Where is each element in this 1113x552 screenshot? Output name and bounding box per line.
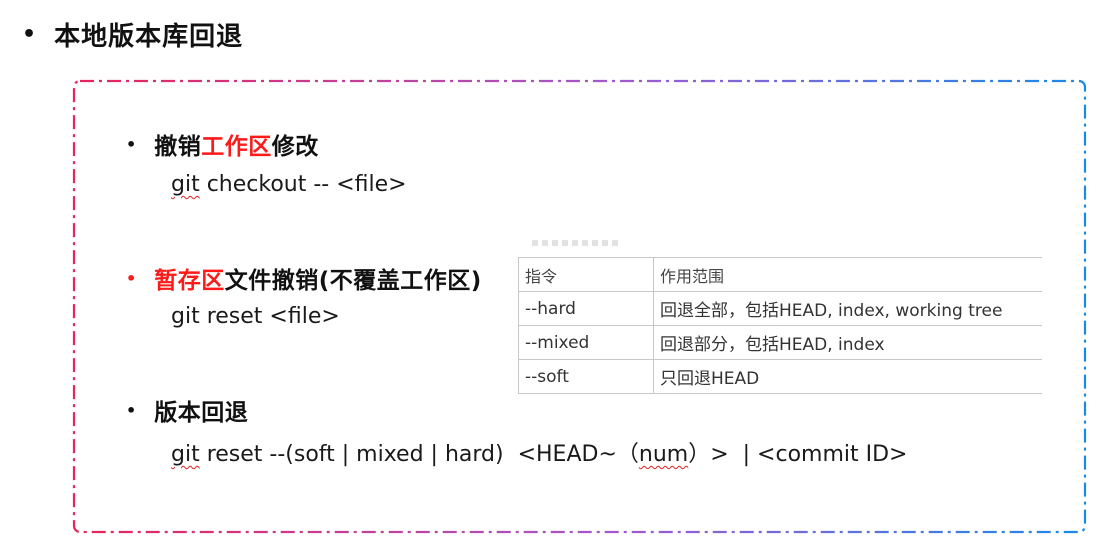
heading-text: 文件撤销(不覆盖工作区) [224, 268, 482, 294]
faint-table-caption [532, 240, 622, 246]
table-cell: 回退部分，包括HEAD, index [653, 325, 1042, 360]
heading-text: 修改 [271, 134, 319, 160]
table-cell: 回退全部，包括HEAD, index, working tree [653, 291, 1042, 326]
table-row: --hard 回退全部，包括HEAD, index, working tree [518, 291, 1042, 326]
heading-highlight: 工作区 [201, 134, 272, 160]
section-bullet: • [126, 268, 137, 288]
section-title: 暂存区文件撤销(不覆盖工作区) [154, 261, 482, 295]
command-text: reset --(soft | mixed | hard) <HEAD~（ [199, 442, 639, 467]
spellcheck-word: git [171, 172, 200, 197]
section-bullet: • [126, 134, 137, 154]
table-cell: 只回退HEAD [653, 359, 1042, 394]
table-cell: --hard [518, 291, 654, 326]
table-header-cell: 指令 [518, 257, 654, 292]
command-text: ）> | <commit ID> [688, 442, 908, 467]
table-header-cell: 作用范围 [653, 257, 1042, 292]
spellcheck-word: num [638, 442, 689, 467]
section-title: 撤销工作区修改 [154, 127, 319, 161]
command-text: checkout -- <file> [199, 172, 407, 197]
section-heading-version-rollback: • 版本回退 [126, 393, 248, 427]
header-bullet: • [22, 21, 37, 47]
command-checkout: git checkout -- <file> [171, 172, 407, 197]
table-header-row: 指令 作用范围 [518, 257, 1042, 292]
heading-highlight: 暂存区 [154, 268, 225, 294]
command-reset-file: git reset <file> [171, 304, 340, 329]
section-heading-undo-staging: • 暂存区文件撤销(不覆盖工作区) [126, 261, 482, 295]
heading-text: 撤销 [154, 134, 202, 160]
section-title: 版本回退 [154, 400, 249, 426]
table-cell: --soft [518, 359, 654, 394]
table-row: --soft 只回退HEAD [518, 359, 1042, 394]
table-row: --mixed 回退部分，包括HEAD, index [518, 325, 1042, 360]
reset-options-table: 指令 作用范围 --hard 回退全部，包括HEAD, index, worki… [518, 257, 1042, 394]
spellcheck-word: git [171, 442, 200, 467]
page-header: • 本地版本库回退 [22, 16, 243, 53]
page-title: 本地版本库回退 [54, 22, 244, 52]
section-heading-undo-working-tree: • 撤销工作区修改 [126, 127, 319, 161]
section-bullet: • [126, 400, 137, 420]
command-reset-mode: git reset --(soft | mixed | hard) <HEAD~… [171, 436, 908, 468]
table-cell: --mixed [518, 325, 654, 360]
